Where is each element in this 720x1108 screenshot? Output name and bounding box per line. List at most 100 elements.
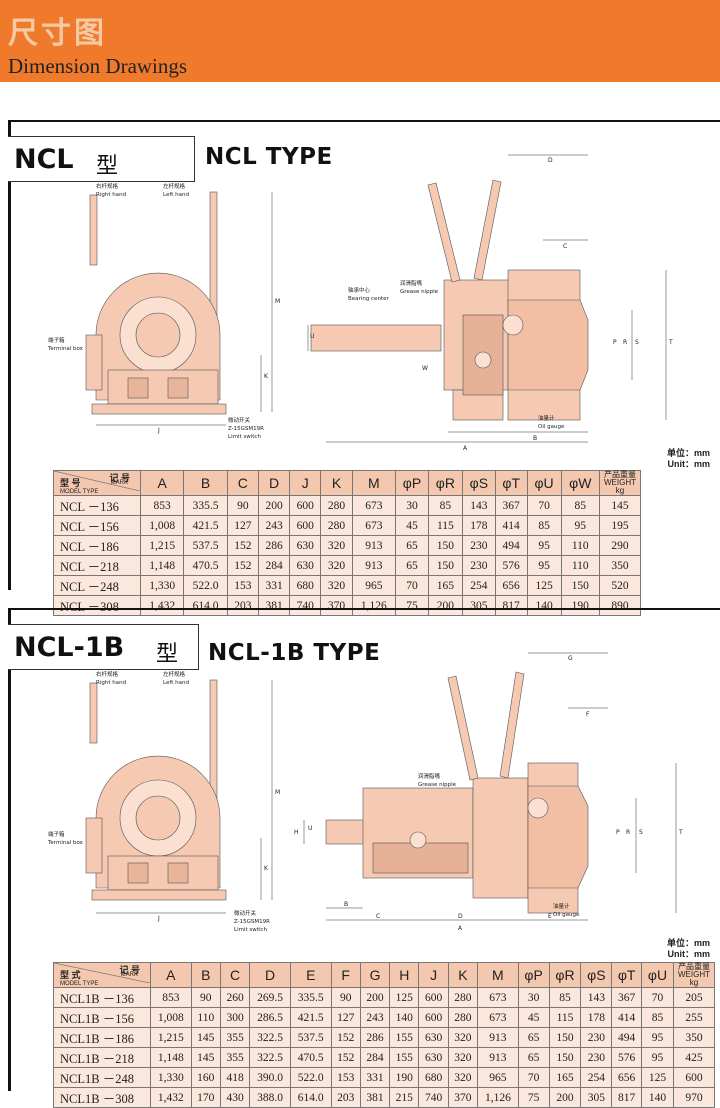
value-cell: 630 [289,535,322,556]
value-cell: 1,215 [150,1027,192,1048]
ncl1b-type-code: NCL-1B [14,632,125,663]
value-cell: 421.5 [183,515,228,536]
value-cell: 320 [447,1027,479,1048]
value-cell: 65 [395,535,429,556]
ncl-type-box: NCL 型 [8,136,195,182]
value-cell: 85 [526,515,562,536]
value-cell: 150 [548,1047,582,1068]
value-cell: 414 [611,1007,643,1028]
value-cell: 418 [219,1067,251,1088]
section-rule [8,608,720,610]
value-cell: 70 [395,575,429,596]
value-cell: 200 [257,495,291,516]
label-oil-en: Oil gauge [553,912,580,918]
corner-model-en: MODEL TYPE [60,489,99,495]
value-cell: 470.5 [183,555,228,576]
value-cell: 95 [641,1027,674,1048]
value-cell: 65 [517,1027,550,1048]
value-cell: 600 [418,987,449,1008]
column-header: φP [395,470,429,496]
column-header: K [447,962,479,988]
value-cell: 335.5 [289,987,332,1008]
value-cell: 243 [359,1007,391,1028]
ncl-section: NCL 型 NCL TYPE [8,120,720,616]
value-cell: 494 [494,535,528,556]
label-right-hand-cn: 右杆规格 [96,182,119,190]
value-cell: 178 [461,515,496,536]
value-cell: 190 [389,1067,420,1088]
column-header: φS [461,470,496,496]
corner-mark-cn: 记 号 [119,965,140,975]
value-cell: 1,330 [150,1067,192,1088]
label-terminal-en: Terminal box [47,840,84,846]
header-title-cn: 尺寸图 [8,16,107,51]
value-cell: 414 [494,515,528,536]
dim-d: D [548,157,553,164]
ncl1b-unit-cn: 单位：mm [666,938,710,948]
model-cell: NCL －136 [53,495,141,516]
value-cell: 45 [517,1007,550,1028]
corner-model-cn: 型 号 [60,478,81,488]
value-cell: 494 [611,1027,643,1048]
value-cell: 155 [389,1047,420,1068]
value-cell: 600 [289,515,322,536]
label-limit-en: Limit switch [234,927,267,933]
value-cell: 965 [477,1067,519,1088]
table-corner: 记 号 MARK 型 式 MODEL TYPE [53,962,151,988]
ncl1b-unit: 单位：mm Unit：mm [667,938,710,960]
column-header: C [226,470,259,496]
label-limit-model: Z-15GSM19R [228,426,264,432]
value-cell: 630 [418,1047,449,1068]
dim-a: A [463,445,468,452]
value-cell: 305 [461,595,496,616]
dim-c: C [376,913,380,920]
model-cell: NCL1B －156 [53,1007,151,1028]
ncl1b-type-box: NCL-1B 型 [8,624,199,670]
value-cell: 230 [580,1027,613,1048]
value-cell: 1,148 [150,1047,192,1068]
column-header: φR [427,470,463,496]
dim-b: B [533,435,537,442]
label-terminal-cn: 端子箱 [48,830,65,838]
ncl-unit-en: Unit：mm [667,459,711,469]
dim-k: K [264,865,269,872]
column-header: D [249,962,291,988]
value-cell: 355 [219,1047,251,1068]
value-cell: 30 [395,495,429,516]
label-limit-cn: 微动开关 [228,416,251,424]
value-cell: 656 [611,1067,643,1088]
model-cell: NCL1B －136 [53,987,151,1008]
label-bearing-cn: 轴承中心 [348,286,371,294]
column-header: J [418,962,449,988]
value-cell: 165 [427,575,463,596]
value-cell: 70 [641,987,674,1008]
dim-f: F [586,711,590,718]
column-header: φW [560,470,601,496]
value-cell: 300 [219,1007,251,1028]
value-cell: 85 [641,1007,674,1028]
value-cell: 280 [320,515,353,536]
model-cell: NCL1B －218 [53,1047,151,1068]
value-cell: 286 [359,1027,391,1048]
dim-k: K [264,373,269,380]
value-cell: 600 [418,1007,449,1028]
value-cell: 1,330 [139,575,185,596]
value-cell: 269.5 [249,987,291,1008]
label-limit-cn: 微动开关 [234,909,257,917]
label-grease-en: Grease nipple [400,289,439,295]
column-header: M [477,962,519,988]
dim-h: H [294,829,299,836]
value-cell: 853 [139,495,185,516]
dim-s: S [635,339,639,346]
model-cell: NCL －156 [53,515,141,536]
value-cell: 522.0 [183,575,228,596]
value-cell: 127 [226,515,259,536]
weight-header-cn: 产品重量 [604,470,636,479]
value-cell: 150 [427,555,463,576]
label-terminal-cn: 端子箱 [48,336,65,344]
value-cell: 45 [395,515,429,536]
value-cell: 320 [320,575,353,596]
value-cell: 115 [548,1007,582,1028]
